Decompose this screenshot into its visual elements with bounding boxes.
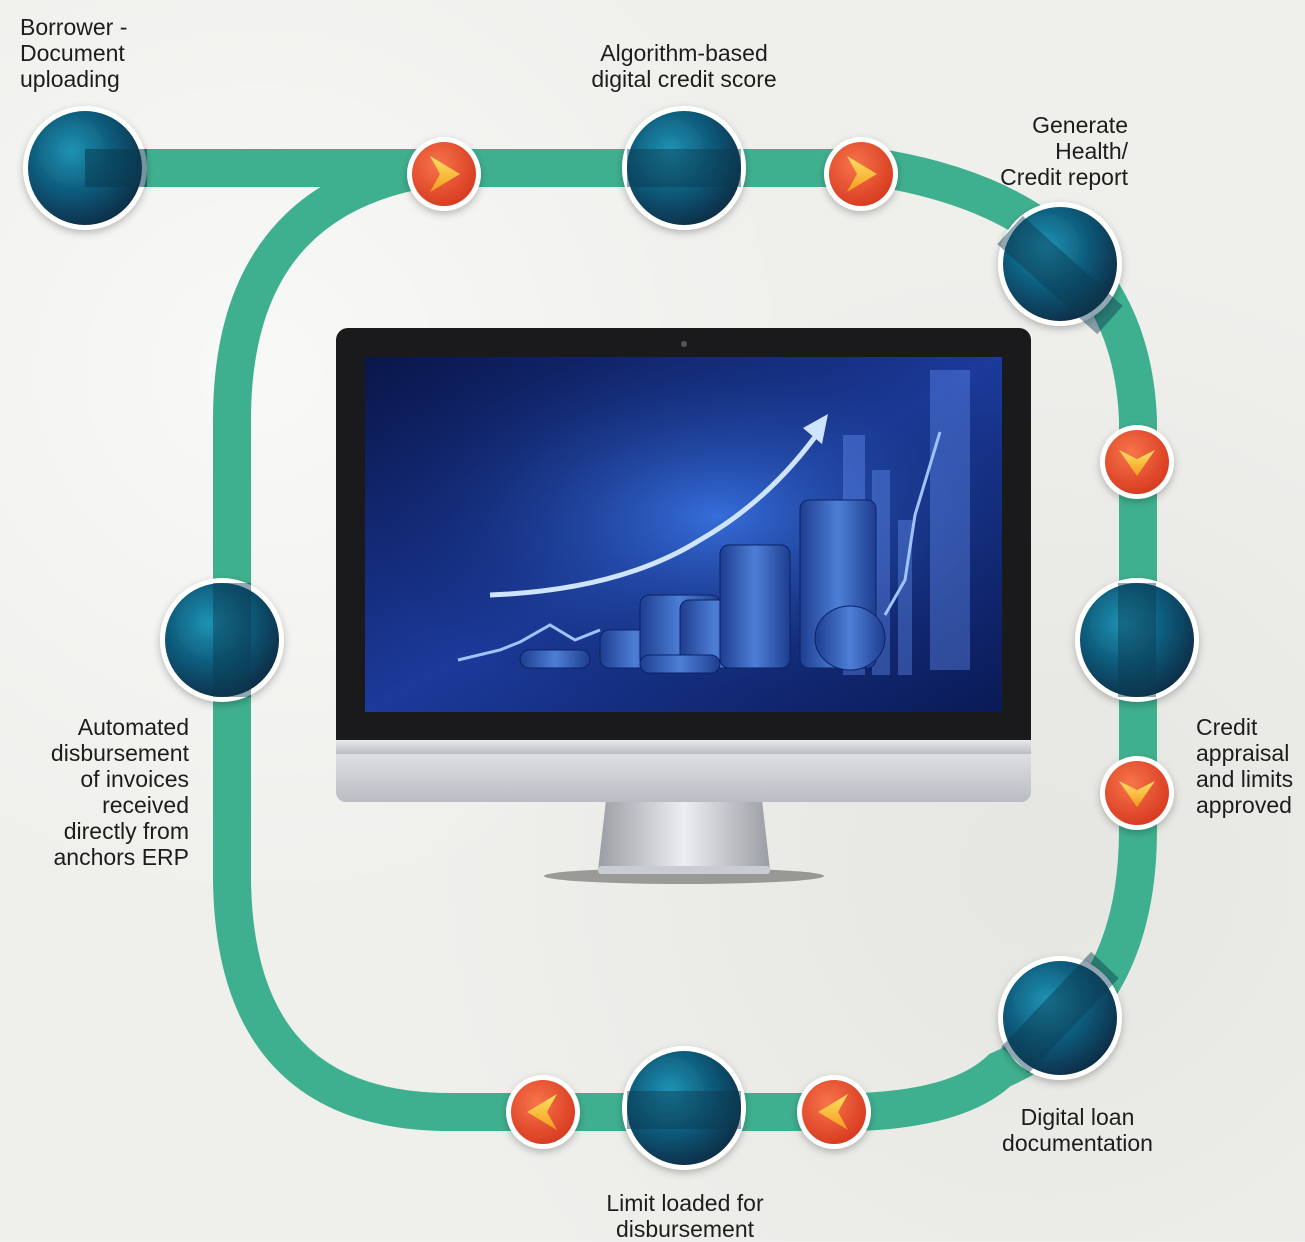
chevron-right-icon bbox=[824, 137, 898, 211]
growth-chart-icon bbox=[457, 414, 942, 662]
monitor-icon bbox=[336, 328, 1031, 884]
coin-stack-icon bbox=[519, 499, 886, 674]
step-label-limit-loaded: Limit loaded for disbursement bbox=[606, 1190, 764, 1242]
chevron-left-icon bbox=[506, 1075, 580, 1149]
process-track-loop bbox=[213, 149, 1157, 1131]
step-label-health-report: Generate Health/ Credit report bbox=[1000, 112, 1128, 190]
step-label-borrower-upload: Borrower - Document uploading bbox=[20, 14, 128, 92]
chevron-down-icon bbox=[1100, 425, 1174, 499]
chevron-right-icon bbox=[407, 137, 481, 211]
chevron-down-icon bbox=[1100, 756, 1174, 830]
step-label-automated-disbursement: Automated disbursement of invoices recei… bbox=[50, 714, 189, 870]
step-label-credit-score: Algorithm-based digital credit score bbox=[591, 40, 777, 92]
chevron-left-icon bbox=[797, 1075, 871, 1149]
step-label-credit-appraisal: Credit appraisal and limits approved bbox=[1196, 714, 1294, 818]
step-label-loan-documentation: Digital loan documentation bbox=[1002, 1104, 1153, 1156]
